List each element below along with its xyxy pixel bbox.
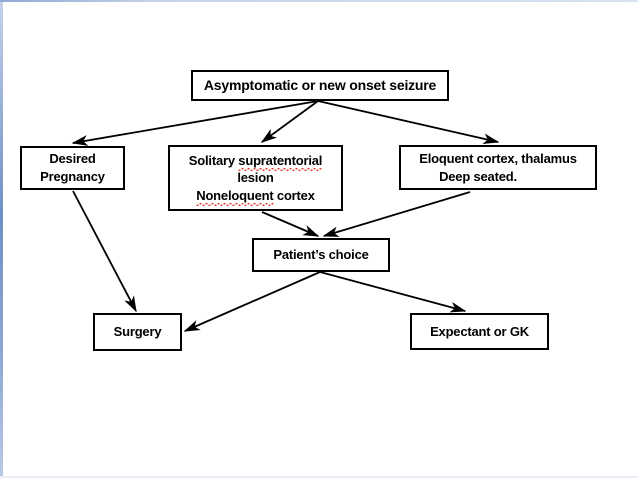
edge-desired-pregnancy-to-surgery — [72, 190, 137, 313]
node-label-line-1: Desired — [49, 151, 96, 167]
node-surgery[interactable]: Surgery — [93, 313, 182, 351]
edge-asymptomatic-to-desired-pregnancy — [71, 100, 319, 146]
node-asymptomatic-or-new-onset-seizure[interactable]: Asymptomatic or new onset seizure — [191, 70, 449, 101]
edge-patients-choice-to-surgery — [183, 271, 321, 332]
spellcheck-word-supratentorial: supratentorial — [238, 152, 323, 171]
node-expectant-or-gk[interactable]: Expectant or GK — [410, 313, 549, 350]
edge-eloquent-cortex-to-patients-choice — [322, 191, 471, 237]
node-label-text: cortex — [273, 187, 315, 203]
slide-top-border — [0, 0, 638, 2]
node-label-line-1: Eloquent cortex, thalamus — [419, 150, 577, 166]
slide-left-border — [0, 0, 3, 478]
spellcheck-word-noneloquent: Noneloquent — [196, 187, 274, 206]
node-label: Surgery — [113, 324, 162, 340]
node-label-text: Solitary — [188, 152, 239, 168]
slide-bottom-border — [0, 476, 638, 478]
node-label-line-3: Noneloquent cortex — [196, 187, 315, 206]
node-label: Expectant or GK — [430, 323, 529, 339]
node-label-line-2: Deep seated. — [439, 168, 517, 184]
node-desired-pregnancy[interactable]: Desired Pregnancy — [20, 146, 125, 190]
node-patients-choice[interactable]: Patient’s choice — [252, 238, 390, 272]
node-label: Patient’s choice — [273, 247, 369, 263]
edge-patients-choice-to-expectant-or-gk — [319, 271, 467, 313]
node-label: Asymptomatic or new onset seizure — [203, 77, 437, 94]
node-label-line-2: lesion — [237, 170, 274, 186]
edge-asymptomatic-to-solitary-lesion — [260, 100, 319, 143]
node-eloquent-cortex-thalamus[interactable]: Eloquent cortex, thalamus Deep seated. — [399, 145, 597, 190]
node-solitary-supratentorial-lesion[interactable]: Solitary supratentorial lesion Noneloque… — [168, 145, 343, 211]
node-label-line-1: Solitary supratentorial — [188, 152, 323, 171]
edge-solitary-lesion-to-patients-choice — [261, 211, 320, 237]
node-label-line-2: Pregnancy — [40, 169, 105, 184]
edge-asymptomatic-to-eloquent-cortex — [317, 100, 500, 144]
